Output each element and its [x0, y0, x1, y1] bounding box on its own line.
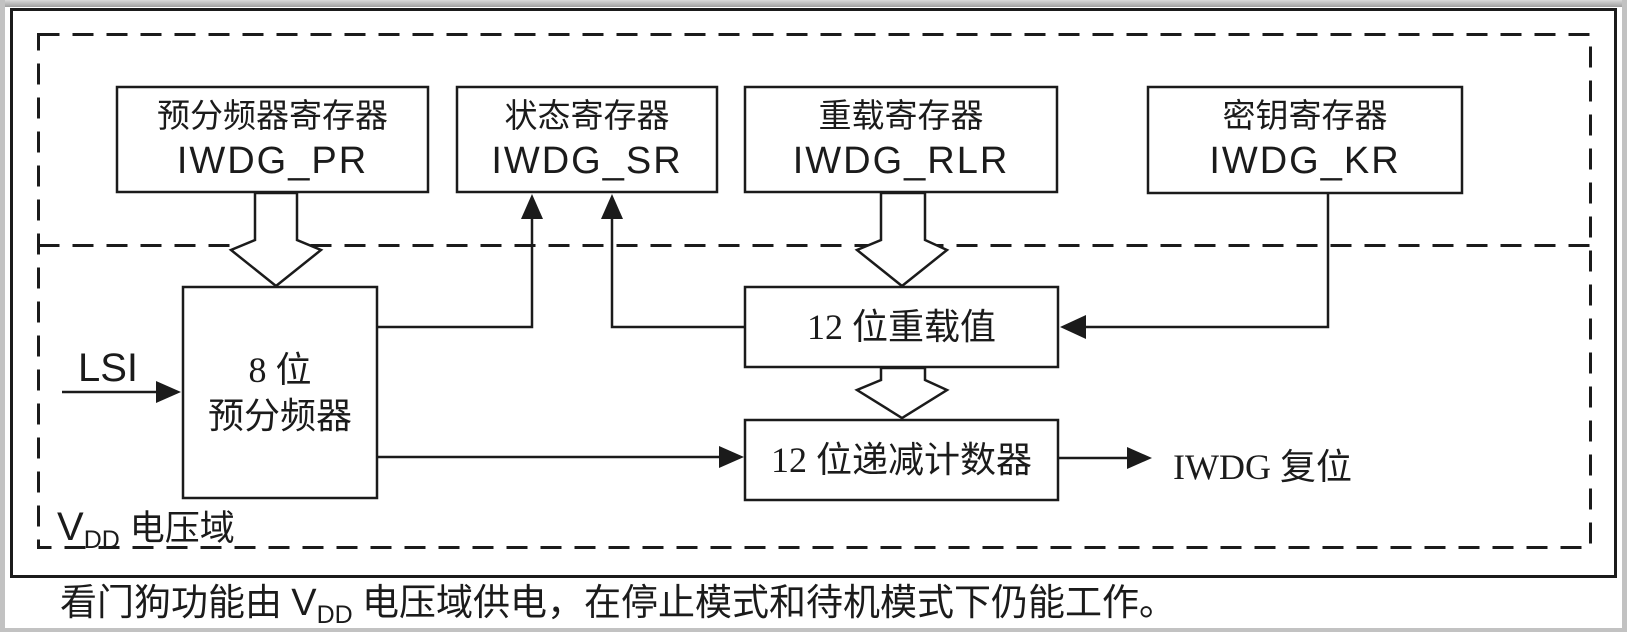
reload-value-label: 12 位重载值 [745, 287, 1058, 367]
register-label-iwdg-kr: 密钥寄存器 IWDG_KR [1148, 87, 1462, 193]
arrowhead-into-sr-right [601, 194, 623, 219]
domain-dashed-border [37, 33, 1592, 549]
register-name: 密钥寄存器 [1222, 99, 1388, 135]
register-code: IWDG_KR [1209, 140, 1401, 182]
iwdg-reset-text: IWDG 复位 [1173, 447, 1352, 487]
vdd-subscript: DD [83, 526, 120, 554]
window-edge-left [0, 0, 5, 632]
hollow-arrow-reload-to-counter [854, 366, 950, 420]
hollow-arrow-pr-to-prescaler [228, 191, 324, 288]
register-box-iwdg-pr [115, 85, 430, 194]
register-label-iwdg-rlr: 重载寄存器 IWDG_RLR [745, 87, 1057, 192]
arrowhead-lsi [156, 381, 181, 403]
vdd-domain-label: VDD 电压域 [57, 500, 235, 555]
prescaler-label: 8 位 预分频器 [183, 287, 377, 498]
reload-value-text: 12 位重载值 [806, 307, 996, 347]
register-name: 重载寄存器 [818, 98, 984, 135]
vdd-domain-text: 电压域 [129, 509, 235, 548]
line-prescaler-to-sr [377, 218, 534, 329]
figure-caption: 看门狗功能由 VDD 电压域供电，在停止模式和待机模式下仍能工作。 [60, 580, 1176, 632]
window-edge-top [0, 0, 1627, 7]
arrowhead-reset-output [1127, 447, 1152, 469]
down-counter-label: 12 位递减计数器 [745, 420, 1058, 500]
register-code: IWDG_PR [176, 139, 369, 182]
arrowhead-kr-into-reload [1060, 315, 1086, 339]
line-kr-to-reload [1085, 193, 1330, 329]
arrowhead-into-counter [719, 446, 744, 468]
window-edge-bottom [0, 628, 1627, 632]
register-label-iwdg-pr: 预分频器寄存器 IWDG_PR [117, 87, 428, 192]
caption-prefix: 看门狗功能由 [60, 583, 292, 624]
prescaler-line2: 预分频器 [207, 395, 352, 436]
prescaler-box [181, 285, 379, 500]
iwdg-reset-label: IWDG 复位 [1173, 438, 1352, 490]
register-name: 状态寄存器 [504, 98, 670, 135]
down-counter-box [743, 418, 1060, 502]
caption-v-subscript: DD [316, 601, 353, 629]
lsi-label: LSI [78, 346, 139, 390]
register-box-iwdg-sr [455, 85, 719, 194]
vdd-v: V [57, 505, 84, 549]
prescaler-line1: 8 位 [248, 349, 312, 390]
figure-outer-border [10, 8, 1617, 578]
line-reload-to-sr [610, 218, 745, 329]
register-code: IWDG_SR [491, 139, 683, 182]
hollow-arrow-rlr-to-reload [854, 191, 950, 288]
register-name: 预分频器寄存器 [157, 98, 388, 135]
register-box-iwdg-kr [1146, 85, 1464, 195]
down-counter-text: 12 位递减计数器 [770, 440, 1032, 480]
register-code: IWDG_RLR [792, 139, 1010, 182]
window-edge-right [1622, 0, 1627, 632]
caption-suffix: 电压域供电，在停止模式和待机模式下仍能工作。 [352, 583, 1176, 624]
caption-v: V [291, 582, 317, 624]
register-box-iwdg-rlr [743, 85, 1059, 194]
register-label-iwdg-sr: 状态寄存器 IWDG_SR [457, 87, 717, 192]
arrowhead-into-sr-left [521, 194, 543, 219]
